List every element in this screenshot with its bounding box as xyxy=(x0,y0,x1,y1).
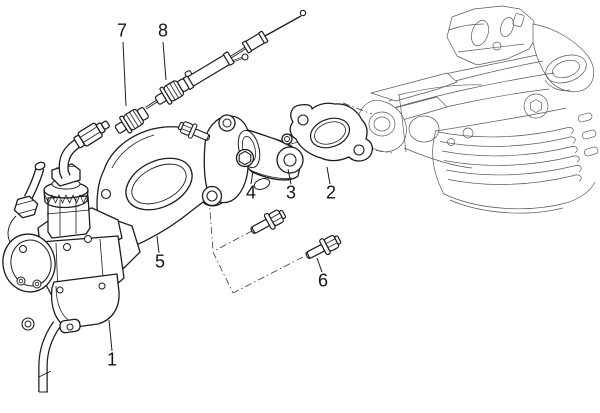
part-label-2: 2 xyxy=(325,182,337,203)
part-label-1: 1 xyxy=(106,349,118,370)
cylinder-head-drawing xyxy=(357,5,599,214)
fuel-hose xyxy=(38,321,61,393)
part-label-4: 4 xyxy=(245,182,257,203)
part-label-5: 5 xyxy=(154,251,166,272)
part-label-3: 3 xyxy=(285,182,297,203)
carburetor-drawing xyxy=(2,120,141,393)
flange-bolt-b xyxy=(302,231,344,265)
throttle-bolt-4-head xyxy=(235,148,255,168)
cable-sheath-long xyxy=(182,51,235,90)
throttle-cable-drawing xyxy=(111,9,307,139)
intake-gasket-drawing xyxy=(289,102,373,162)
part-label-7: 7 xyxy=(116,20,128,41)
part-label-6: 6 xyxy=(317,270,329,291)
cable-sheath-short xyxy=(241,30,269,54)
part-label-8: 8 xyxy=(157,20,169,41)
throttle-body-drawing xyxy=(176,114,304,207)
cable-ball-end xyxy=(299,9,307,17)
cable-pipe-hex-fitting xyxy=(73,120,110,149)
leader-lines xyxy=(108,41,331,352)
flange-bolt-a xyxy=(247,205,289,240)
carb-hex-fitting xyxy=(13,195,39,219)
